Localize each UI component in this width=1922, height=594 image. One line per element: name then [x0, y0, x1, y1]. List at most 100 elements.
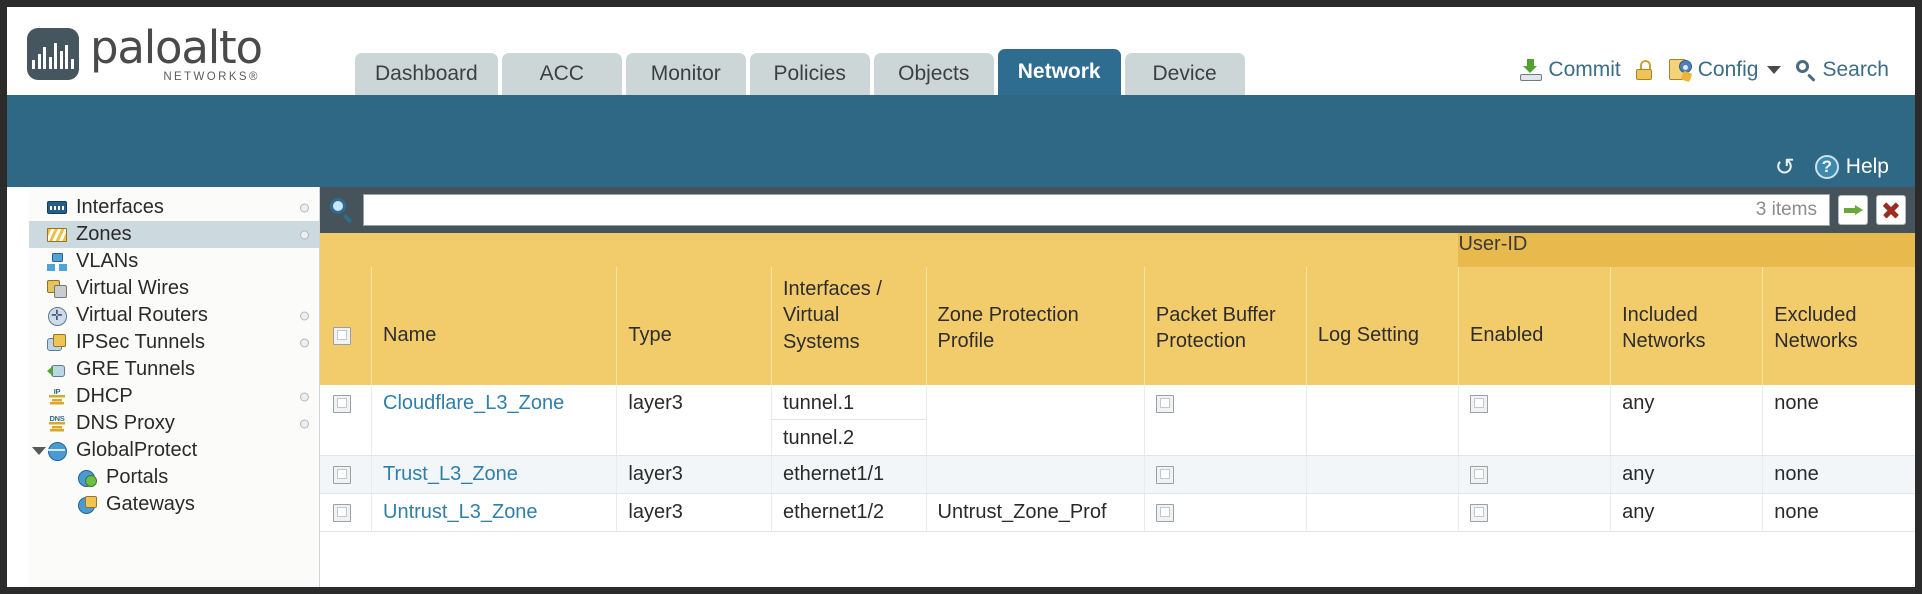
col-header-excluded-networks[interactable]: Excluded Networks: [1762, 267, 1915, 385]
sidebar-item-label: GlobalProtect: [76, 439, 198, 461]
cell-included-networks: any: [1610, 385, 1763, 456]
sidebar-item-label: DNS Proxy: [76, 412, 175, 434]
zone-name-link[interactable]: Trust_L3_Zone: [383, 463, 518, 485]
row-select-cell[interactable]: [320, 455, 372, 494]
interfaces-icon: [47, 201, 67, 214]
dns-proxy-icon: DNS: [47, 414, 67, 433]
red-x-icon: [1882, 201, 1900, 219]
gre-tunnels-icon: [47, 361, 67, 379]
search-input[interactable]: [364, 195, 1756, 225]
header-actions: Commit Config Search: [1520, 58, 1889, 83]
cell-name: Trust_L3_Zone: [371, 455, 617, 494]
row-select-cell[interactable]: [320, 385, 372, 456]
col-header-type[interactable]: Type: [616, 267, 772, 385]
tab-acc[interactable]: ACC: [501, 53, 622, 95]
sidebar-item-ipsec-tunnels[interactable]: IPSec Tunnels: [29, 329, 319, 356]
user-id-enabled-checkbox[interactable]: [1469, 503, 1488, 522]
table-row[interactable]: Trust_L3_Zone layer3 ethernet1/1: [320, 455, 1915, 494]
sidebar-item-vlans[interactable]: VLANs: [29, 248, 319, 275]
user-id-enabled-checkbox[interactable]: [1469, 465, 1488, 484]
row-checkbox[interactable]: [333, 503, 351, 522]
status-dot: [300, 311, 309, 320]
brand-subtitle: NETWORKS®: [163, 70, 260, 83]
tab-monitor[interactable]: Monitor: [625, 53, 746, 95]
sidebar-item-dhcp[interactable]: IP DHCP: [29, 383, 319, 410]
col-header-enabled[interactable]: Enabled: [1457, 267, 1611, 385]
brand-name: paloalto: [90, 20, 263, 74]
tab-network[interactable]: Network: [997, 49, 1121, 95]
ipsec-tunnels-icon: [47, 333, 67, 352]
zones-table-body: Cloudflare_L3_Zone layer3 tunnel.1 tunne…: [320, 385, 1915, 532]
row-checkbox[interactable]: [333, 465, 351, 484]
sidebar-item-label: Zones: [76, 223, 132, 245]
tab-objects[interactable]: Objects: [873, 53, 994, 95]
sidebar-item-zones[interactable]: Zones: [29, 221, 319, 248]
cell-type: layer3: [616, 385, 772, 456]
col-header-name[interactable]: Name: [371, 267, 617, 385]
sidebar-item-gre-tunnels[interactable]: GRE Tunnels: [29, 356, 319, 383]
apply-filter-button[interactable]: [1838, 195, 1868, 225]
cell-excluded-networks: none: [1762, 455, 1915, 494]
sidebar-item-globalprotect[interactable]: GlobalProtect: [29, 437, 319, 464]
config-label: Config: [1697, 58, 1759, 81]
cell-name: Cloudflare_L3_Zone: [371, 385, 617, 456]
commit-button[interactable]: Commit: [1520, 58, 1621, 82]
zones-table-container: User-ID Name Type Interfaces / Virtual S…: [320, 233, 1915, 587]
tab-device[interactable]: Device: [1124, 53, 1245, 95]
sidebar-item-label: VLANs: [76, 250, 139, 272]
sidebar-item-portals[interactable]: Portals: [29, 464, 319, 491]
col-header-zone-protection-profile[interactable]: Zone Protection Profile: [925, 267, 1145, 385]
cell-packet-buffer-protection: [1143, 493, 1307, 532]
status-dot: [300, 203, 309, 212]
col-header-packet-buffer-protection[interactable]: Packet Buffer Protection: [1143, 267, 1307, 385]
table-row[interactable]: Cloudflare_L3_Zone layer3 tunnel.1 tunne…: [320, 385, 1915, 456]
help-label: Help: [1845, 155, 1889, 178]
config-menu[interactable]: Config: [1668, 58, 1782, 83]
main-panel: 3 items: [320, 187, 1915, 587]
body-area: Interfaces Zones VLANs Virtual Wires Vir…: [7, 187, 1915, 587]
packet-buffer-protection-checkbox[interactable]: [1155, 465, 1174, 484]
cell-packet-buffer-protection: [1143, 385, 1307, 456]
search-icon: [1796, 60, 1817, 83]
search-button[interactable]: Search: [1796, 58, 1889, 83]
search-icon[interactable]: [329, 197, 355, 224]
sidebar-item-gateways[interactable]: Gateways: [29, 491, 319, 518]
col-header-interfaces[interactable]: Interfaces / Virtual Systems: [770, 267, 927, 385]
paloalto-waveform-logo-icon: [27, 27, 79, 80]
sidebar-item-interfaces[interactable]: Interfaces: [29, 194, 319, 221]
refresh-button[interactable]: ↺: [1775, 156, 1799, 180]
zone-name-link[interactable]: Cloudflare_L3_Zone: [383, 392, 565, 414]
gateways-icon: [77, 495, 97, 514]
cell-log-setting: [1305, 455, 1459, 494]
cell-included-networks: any: [1610, 493, 1763, 532]
virtual-routers-icon: [47, 306, 67, 326]
cell-user-id-enabled: [1457, 455, 1611, 494]
cell-type: layer3: [616, 493, 772, 532]
tab-dashboard[interactable]: Dashboard: [355, 53, 498, 95]
cell-user-id-enabled: [1457, 385, 1611, 456]
packet-buffer-protection-checkbox[interactable]: [1155, 394, 1174, 413]
packet-buffer-protection-checkbox[interactable]: [1155, 503, 1174, 522]
user-id-enabled-checkbox[interactable]: [1469, 394, 1488, 413]
interface-entry: tunnel.2: [782, 427, 855, 449]
select-all-checkbox[interactable]: [333, 326, 351, 345]
tab-policies[interactable]: Policies: [749, 53, 870, 95]
lock-button[interactable]: [1635, 60, 1654, 80]
search-field-wrapper[interactable]: 3 items: [363, 194, 1830, 226]
row-select-cell[interactable]: [320, 493, 372, 532]
col-header-included-networks[interactable]: Included Networks: [1610, 267, 1763, 385]
help-button[interactable]: ? Help: [1814, 155, 1889, 179]
table-row[interactable]: Untrust_L3_Zone layer3 ethernet1/2 Untru…: [320, 493, 1915, 532]
clear-filter-button[interactable]: [1876, 195, 1906, 225]
sidebar-item-dns-proxy[interactable]: DNS DNS Proxy: [29, 410, 319, 437]
expand-collapse-icon[interactable]: [32, 446, 46, 455]
globalprotect-icon: [47, 441, 67, 461]
row-checkbox[interactable]: [333, 394, 351, 413]
cell-log-setting: [1305, 493, 1459, 532]
sidebar-item-virtual-routers[interactable]: Virtual Routers: [29, 302, 319, 329]
sidebar-item-label: Portals: [106, 466, 169, 488]
sidebar-item-virtual-wires[interactable]: Virtual Wires: [29, 275, 319, 302]
zone-name-link[interactable]: Untrust_L3_Zone: [383, 501, 538, 523]
col-header-log-setting[interactable]: Log Setting: [1305, 267, 1459, 385]
